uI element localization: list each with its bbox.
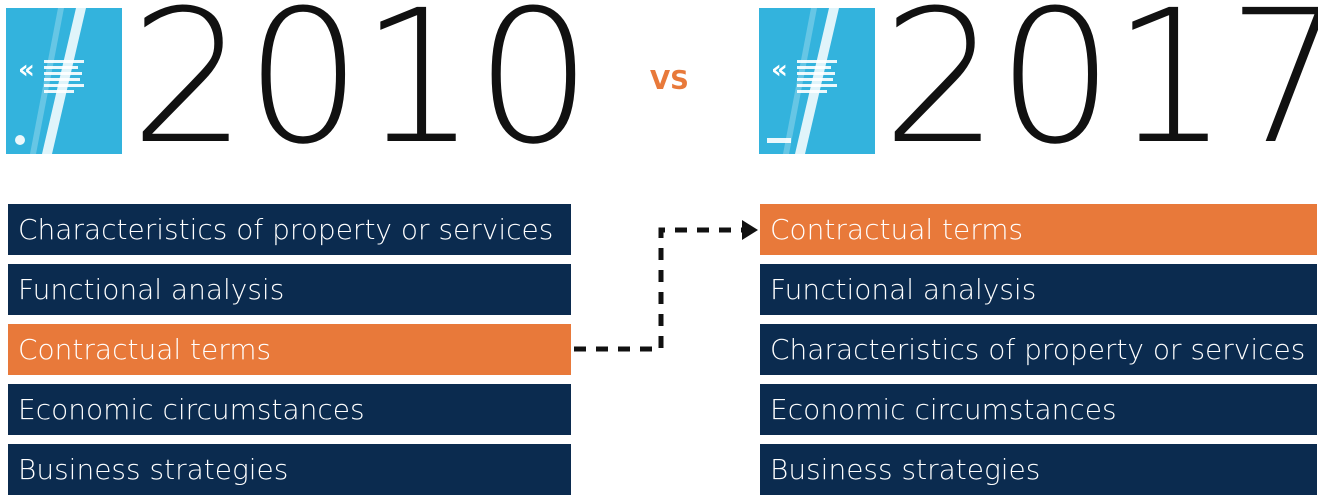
right-list-item-2: Functional analysis (760, 264, 1317, 315)
left-book-cover: « (6, 8, 122, 154)
left-year: 2010 (130, 0, 592, 185)
left-list-item-3: Contractual terms (8, 324, 571, 375)
arrowhead-icon (742, 220, 758, 240)
right-list-item-5: Business strategies (760, 444, 1317, 495)
left-book-cover-art: « (15, 8, 86, 154)
connector-dashed-line (574, 227, 742, 352)
svg-text:«: « (18, 55, 35, 85)
right-year: 2017 (882, 0, 1318, 185)
right-list-item-1: Contractual terms (760, 204, 1317, 255)
right-book-cover: « (759, 8, 875, 154)
left-list-item-4: Economic circumstances (8, 384, 571, 435)
svg-text:«: « (771, 55, 788, 85)
left-list-item-1: Characteristics of property or services (8, 204, 571, 255)
right-list-item-3: Characteristics of property or services (760, 324, 1317, 375)
right-list-item-4: Economic circumstances (760, 384, 1317, 435)
right-book-cover-art: « (767, 8, 839, 154)
vs-label: VS (650, 66, 689, 96)
left-list-item-2: Functional analysis (8, 264, 571, 315)
left-list-item-5: Business strategies (8, 444, 571, 495)
